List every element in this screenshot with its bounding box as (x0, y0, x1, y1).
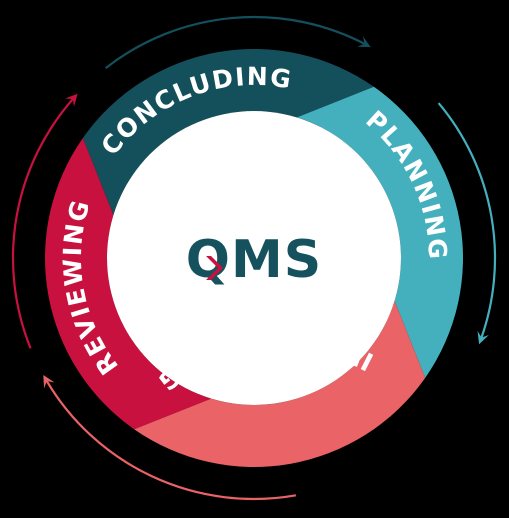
arrowhead-icon-implementing (43, 375, 55, 389)
arrow-arc-implementing (44, 377, 297, 501)
logo-accent-icon (206, 256, 223, 280)
arrowhead-icon-planning (477, 330, 489, 345)
cycle-arrows (11, 15, 497, 501)
arrow-arc-reviewing (11, 96, 76, 349)
arrowhead-icon-reviewing (65, 93, 78, 107)
arrowhead-icon-concluding (357, 36, 371, 48)
arrow-arc-planning (437, 102, 497, 341)
hub-title-qms: QMS (186, 230, 322, 290)
phase-segments (45, 49, 463, 467)
segment-planning (296, 86, 463, 378)
hub-circle (107, 111, 401, 405)
segment-implementing (134, 300, 426, 467)
arrow-arc-concluding (104, 15, 368, 69)
segment-reviewing (45, 138, 212, 430)
segment-concluding (82, 49, 374, 216)
